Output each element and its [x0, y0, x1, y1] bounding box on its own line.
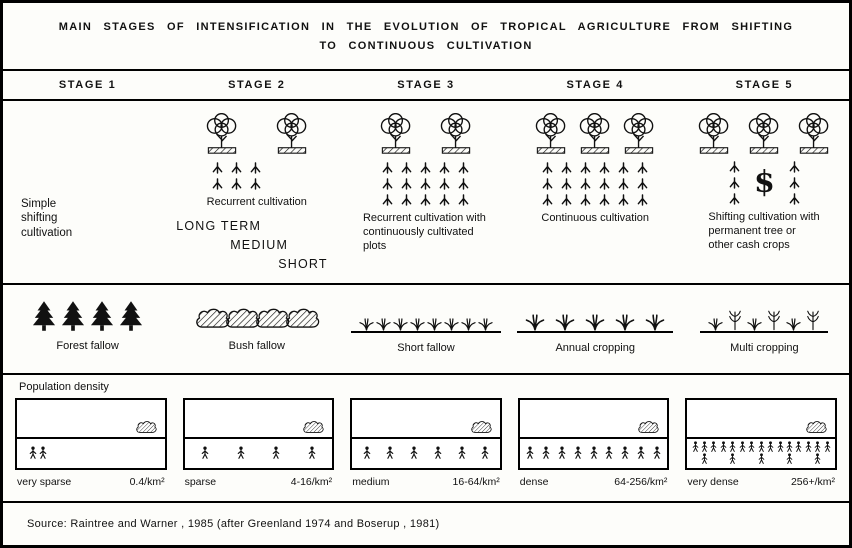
- bush-icons: [194, 293, 320, 331]
- mixed-crop-icons: [700, 293, 829, 333]
- ground-line: [184, 436, 333, 439]
- bush-fallow-cell: Bush fallow: [172, 293, 341, 373]
- stage-illustrations: Simple shifting cultivation Recurrent cu…: [3, 101, 849, 285]
- density-label: very sparse: [17, 476, 72, 488]
- fallow-type-row: Forest fallow Bush fallow Short fallow A…: [3, 285, 849, 375]
- population-density-title: Population density: [19, 381, 109, 393]
- bush-icon: [637, 420, 659, 436]
- ground-line: [17, 436, 165, 439]
- ground-line: [352, 436, 500, 439]
- crop-sprout-icons: [789, 161, 800, 205]
- stage-2-caption: Recurrent cultivation: [206, 196, 307, 208]
- stage-header-4: STAGE 4: [566, 79, 624, 91]
- figure-title: MAIN STAGES OF INTENSIFICATION IN THE EV…: [3, 3, 849, 69]
- density-label: medium: [352, 476, 390, 488]
- stage-3-caption: Recurrent cultivation with continuously …: [362, 212, 486, 252]
- population-density-section: Population density very sparse 0.4/km²: [3, 375, 849, 503]
- grass-tuft-icon: [786, 318, 801, 331]
- person-icons: [691, 439, 831, 466]
- tree-icons: [694, 113, 834, 157]
- bush-icon: [470, 420, 492, 436]
- person-icons: [189, 439, 329, 466]
- stage-header-row: STAGE 1 STAGE 2 STAGE 3 STAGE 4 STAGE 5: [3, 69, 849, 101]
- source-citation: Source: Raintree and Warner , 1985 (afte…: [27, 518, 440, 530]
- fallow-label: Forest fallow: [56, 340, 119, 352]
- title-line-2: TO CONTINUOUS CULTIVATION: [319, 39, 533, 52]
- grass-tuft-icon: [747, 318, 762, 331]
- stage-4-caption: Continuous cultivation: [541, 212, 649, 224]
- crop-plant-icon: [728, 309, 742, 331]
- bush-icon: [302, 420, 324, 436]
- short-fallow-cell: Short fallow: [341, 293, 510, 373]
- person-icons: [21, 439, 161, 466]
- forest-fallow-cell: Forest fallow: [3, 293, 172, 373]
- crop-sprout-icons: [537, 162, 653, 206]
- bush-icon: [805, 420, 827, 436]
- fallow-term-long: LONG TERM: [176, 218, 262, 233]
- dollar-sign: $: [753, 165, 775, 200]
- density-label: sparse: [184, 476, 217, 488]
- ground-line: [519, 436, 668, 439]
- fallow-label: Multi cropping: [730, 342, 799, 354]
- stage-3-panel: Recurrent cultivation with continuously …: [341, 101, 510, 283]
- population-box: [517, 398, 670, 470]
- population-cell-1: very sparse 0.4/km²: [15, 398, 167, 488]
- tree-icons: [376, 113, 476, 157]
- population-cell-5: very dense 256+/km²: [685, 398, 837, 488]
- stage-5-caption: Shifting cultivation with permanent tree…: [708, 211, 820, 251]
- stage-header-1: STAGE 1: [58, 79, 117, 91]
- fallow-term-medium: MEDIUM: [230, 237, 289, 252]
- population-box: [15, 398, 167, 470]
- crop-plant-icon: [767, 309, 781, 331]
- population-box: [182, 398, 335, 470]
- bush-icon: [135, 420, 157, 436]
- density-value: 16-64/km²: [452, 476, 500, 488]
- grass-tuft-icons: [350, 293, 501, 333]
- stage-header-2: STAGE 2: [228, 79, 286, 91]
- stage-header-3: STAGE 3: [397, 79, 455, 91]
- stage-2-panel: Recurrent cultivation LONG TERM MEDIUM S…: [172, 101, 341, 283]
- population-box: [685, 398, 837, 470]
- density-value: 64-256/km²: [614, 476, 668, 488]
- title-line-1: MAIN STAGES OF INTENSIFICATION IN THE EV…: [58, 20, 794, 33]
- population-cell-3: medium 16-64/km²: [350, 398, 502, 488]
- person-icons: [524, 439, 664, 466]
- density-value: 256+/km²: [790, 476, 835, 488]
- cash-crop-row: $: [729, 161, 800, 205]
- fallow-term-short: SHORT: [278, 256, 328, 271]
- crop-sprout-icons: [374, 162, 478, 206]
- crop-sprout-icons: [729, 161, 740, 205]
- stage-1-caption: Simple shifting cultivation: [21, 198, 73, 239]
- stage-4-panel: Continuous cultivation: [511, 101, 680, 283]
- grass-tuft-icons: [517, 293, 674, 333]
- tree-icons: [202, 113, 312, 157]
- density-label: dense: [519, 476, 549, 488]
- fallow-label: Short fallow: [397, 342, 455, 354]
- tree-icons: [531, 113, 659, 157]
- population-cell-2: sparse 4-16/km²: [182, 398, 335, 488]
- population-cell-4: dense 64-256/km²: [517, 398, 670, 488]
- density-label: very dense: [687, 476, 739, 488]
- density-value: 4-16/km²: [290, 476, 333, 488]
- crop-sprout-icons: [206, 162, 266, 190]
- population-boxes: very sparse 0.4/km² sparse 4-16/km²: [15, 398, 837, 488]
- population-box: [350, 398, 502, 470]
- stage-1-panel: Simple shifting cultivation: [3, 101, 172, 283]
- ground-line: [687, 436, 835, 439]
- grass-tuft-icon: [708, 318, 723, 331]
- fallow-label: Annual cropping: [555, 342, 635, 354]
- multi-cropping-cell: Multi cropping: [680, 293, 849, 373]
- stage-5-panel: $ Shifting cultivation with permanent tr…: [680, 101, 849, 283]
- fallow-label: Bush fallow: [228, 340, 285, 352]
- person-icons: [356, 439, 496, 466]
- density-value: 0.4/km²: [129, 476, 165, 488]
- conifer-tree-icons: [32, 293, 143, 331]
- crop-plant-icon: [806, 309, 820, 331]
- annual-cropping-cell: Annual cropping: [511, 293, 680, 373]
- stage-header-5: STAGE 5: [735, 79, 794, 91]
